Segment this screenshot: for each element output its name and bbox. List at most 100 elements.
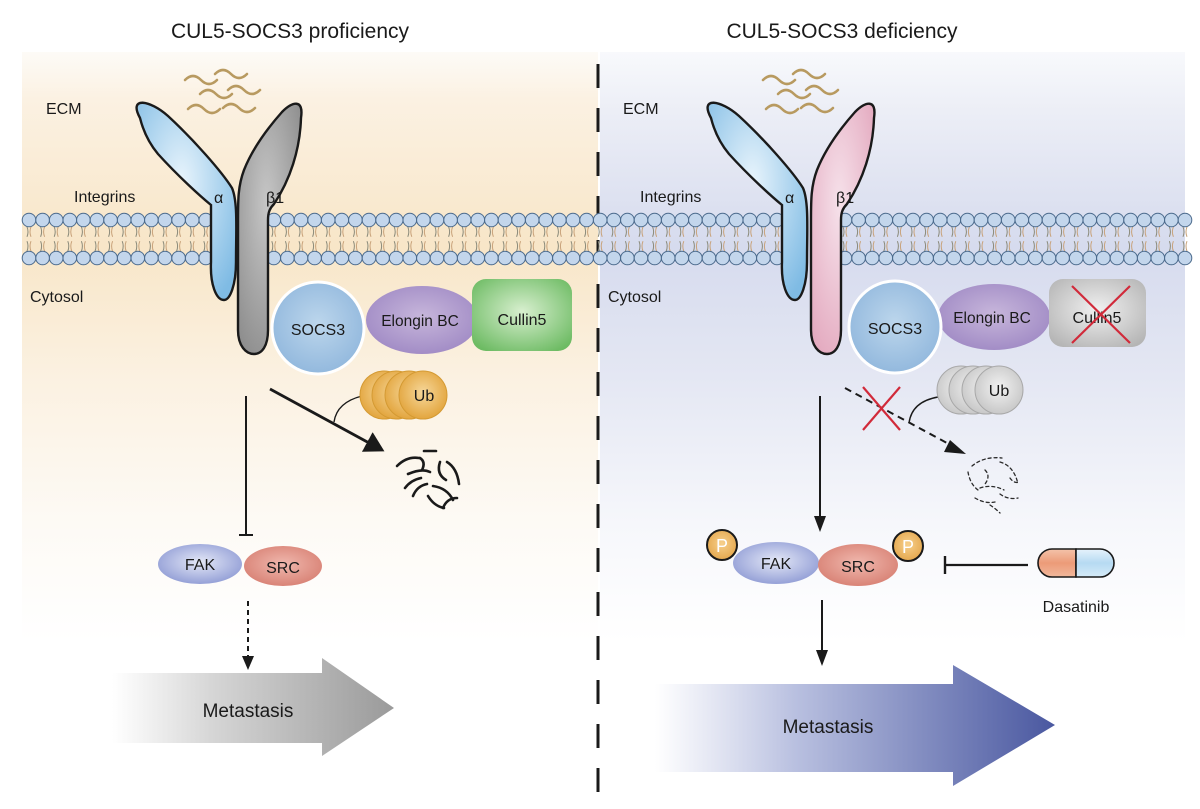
ubiquitin-chain-icon: [359, 370, 448, 420]
lipid-tail: [692, 226, 695, 237]
lipid-head: [742, 212, 758, 228]
lipid-head: [1000, 250, 1016, 266]
metastasis-arrow-deficiency: [655, 665, 1055, 786]
lipid-tail: [872, 226, 875, 237]
elongin-label: Elongin BC: [381, 313, 459, 330]
lipid-head: [1136, 212, 1152, 228]
lipid-tail: [584, 241, 587, 252]
strong-signal-arrowhead: [816, 650, 828, 666]
lipid-head: [660, 250, 676, 266]
lipid-tail: [451, 226, 454, 237]
lipid-tail: [284, 241, 287, 252]
lipid-head: [1068, 250, 1084, 266]
cullin5-protein-deleted: [1049, 279, 1146, 347]
lipid-head: [1055, 212, 1070, 228]
lipid-head: [864, 212, 880, 228]
lipid-head: [1136, 250, 1152, 266]
lipid-head: [76, 250, 91, 266]
lipid-tail: [162, 241, 165, 252]
beta1-label: β1: [266, 190, 284, 207]
lipid-tail: [491, 241, 494, 252]
lipid-head: [1028, 250, 1043, 266]
lipid-tail: [546, 226, 549, 237]
lipid-tail: [1114, 241, 1117, 252]
lipid-tail: [1171, 226, 1174, 237]
lipid-tail: [896, 226, 899, 237]
cullin5-label: Cullin5: [498, 312, 547, 329]
lipid-tail: [488, 241, 491, 252]
lipid-tail: [301, 241, 304, 252]
lipid-head: [1041, 250, 1057, 266]
lipid-tail: [1182, 226, 1185, 237]
lipid-tail: [1063, 241, 1066, 252]
lipid-head: [416, 250, 431, 266]
lipid-tail: [913, 241, 916, 252]
lipid-tail: [597, 226, 600, 237]
lipid-tail: [641, 241, 644, 252]
lipid-head: [76, 212, 91, 228]
lipid-tail: [40, 226, 43, 237]
lipid-tail: [312, 226, 315, 237]
lipid-head: [334, 212, 350, 228]
lipid-tail: [556, 241, 559, 252]
lipid-tail: [284, 226, 287, 237]
lipid-tail: [763, 241, 766, 252]
lipid-tail: [475, 226, 478, 237]
src-protein: [818, 544, 898, 586]
cytosol-label: Cytosol: [608, 289, 661, 306]
lipid-tail: [720, 241, 723, 252]
lipid-tail: [369, 226, 372, 237]
lipid-head: [456, 212, 472, 228]
lipid-tail: [883, 241, 886, 252]
lipid-tail: [67, 226, 70, 237]
lipid-tail: [516, 241, 519, 252]
lipid-tail: [546, 241, 549, 252]
lipid-head: [416, 212, 431, 228]
lipid-tail: [315, 226, 318, 237]
alpha-label: α: [785, 190, 794, 207]
lipid-tail: [951, 241, 954, 252]
lipid-head: [1096, 250, 1111, 266]
lipid-tail: [600, 226, 603, 237]
lipid-tail: [53, 241, 56, 252]
lipid-tail: [83, 241, 86, 252]
lipid-tail: [1019, 226, 1022, 237]
lipid-head: [348, 212, 363, 228]
beta1-integrin-subunit: [236, 102, 303, 356]
lipid-tail: [135, 241, 138, 252]
lipid-tail: [83, 226, 86, 237]
lipid-head: [674, 250, 690, 266]
lipid-tail: [519, 226, 522, 237]
lipid-tail: [1185, 241, 1188, 252]
lipid-tail: [352, 226, 355, 237]
lipid-tail: [937, 241, 940, 252]
lipid-head: [21, 212, 37, 228]
lipid-tail: [692, 241, 695, 252]
lipid-tail: [720, 226, 723, 237]
lipid-head: [1082, 250, 1098, 266]
lipid-tail: [1117, 241, 1120, 252]
lipid-head: [633, 250, 649, 266]
lipid-head: [443, 212, 458, 228]
cullin5-protein: [472, 279, 572, 351]
socs3-protein: [270, 280, 366, 376]
lipid-tail: [927, 241, 930, 252]
lipid-tail: [992, 241, 995, 252]
lipid-tail: [1019, 241, 1022, 252]
lipid-head: [511, 212, 526, 228]
lipid-head: [1041, 212, 1057, 228]
lipid-head: [470, 250, 486, 266]
lipid-tail: [56, 241, 59, 252]
lipid-tail: [1008, 241, 1011, 252]
lipid-tail: [138, 241, 141, 252]
lipid-head: [388, 212, 404, 228]
lipid-tail: [448, 241, 451, 252]
lipid-tail: [559, 241, 562, 252]
lipid-tail: [1008, 226, 1011, 237]
lipid-head: [1068, 212, 1084, 228]
lipid-tail: [287, 241, 290, 252]
lipid-tail: [532, 241, 535, 252]
lipid-tail: [679, 226, 682, 237]
lipid-tail: [573, 241, 576, 252]
lipid-head: [552, 212, 567, 228]
